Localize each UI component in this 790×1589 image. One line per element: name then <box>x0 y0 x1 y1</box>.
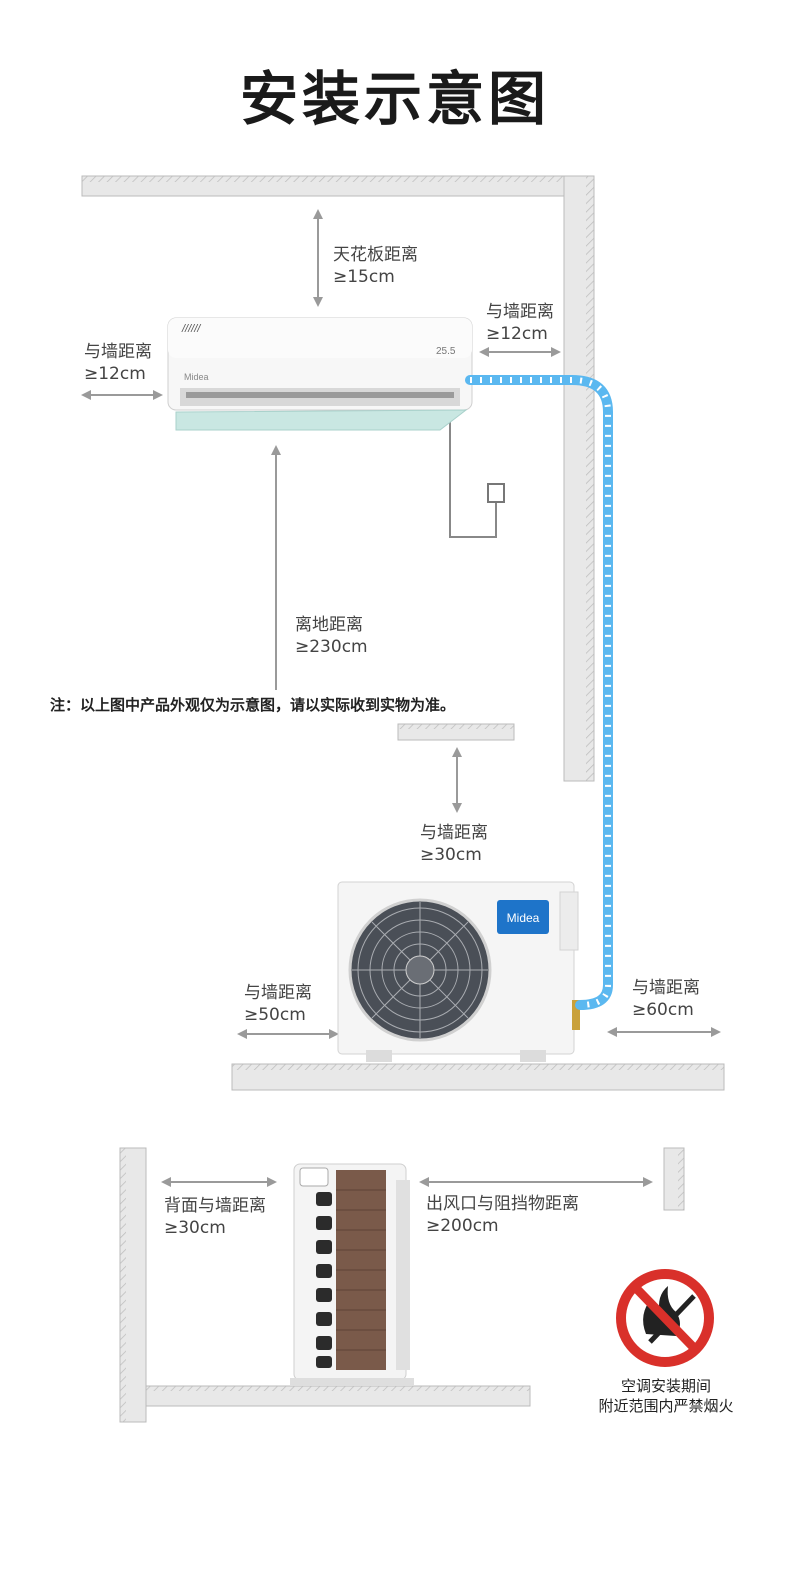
outdoor-unit: Midea <box>337 881 580 1062</box>
right-wall <box>563 175 595 782</box>
indoor-display: 25.5 <box>436 346 456 357</box>
overhead-obstacle <box>397 723 515 741</box>
outdoor-right-label: 与墙距离≥60cm <box>632 978 700 1020</box>
side-right-obstacle <box>663 1147 685 1211</box>
fire-warning-text: 空调安装期间附近范围内严禁烟火 <box>598 1377 734 1415</box>
ceiling-label: 天花板距离≥15cm <box>333 245 418 287</box>
refrigerant-pipe <box>465 375 613 1010</box>
outdoor-left-label: 与墙距离≥50cm <box>244 983 312 1025</box>
outdoor-floor <box>231 1063 725 1091</box>
indoor-right-label: 与墙距离≥12cm <box>486 302 554 344</box>
floor-label: 离地距离≥230cm <box>295 615 368 657</box>
side-left-wall <box>119 1147 147 1423</box>
side-outlet-label: 出风口与阻挡物距离≥200cm <box>426 1194 579 1236</box>
indoor-logo: Midea <box>184 372 209 382</box>
indoor-series-mark: ////// <box>181 323 201 335</box>
disclaimer-note: 注：以上图中产品外观仅为示意图，请以实际收到实物为准。 <box>50 696 456 714</box>
side-floor <box>145 1385 531 1407</box>
outdoor-top-label: 与墙距离≥30cm <box>420 823 488 865</box>
indoor-left-label: 与墙距离≥12cm <box>84 342 152 384</box>
side-back-label: 背面与墙距离≥30cm <box>164 1196 266 1238</box>
outdoor-logo: Midea <box>507 911 540 925</box>
outdoor-unit-side <box>290 1163 414 1386</box>
page-title: 安装示意图 <box>239 65 550 133</box>
power-outlet <box>449 420 505 538</box>
ceiling-wall <box>81 175 595 197</box>
indoor-unit: ////// Midea 25.5 <box>167 317 473 431</box>
no-fire-icon <box>616 1269 714 1367</box>
